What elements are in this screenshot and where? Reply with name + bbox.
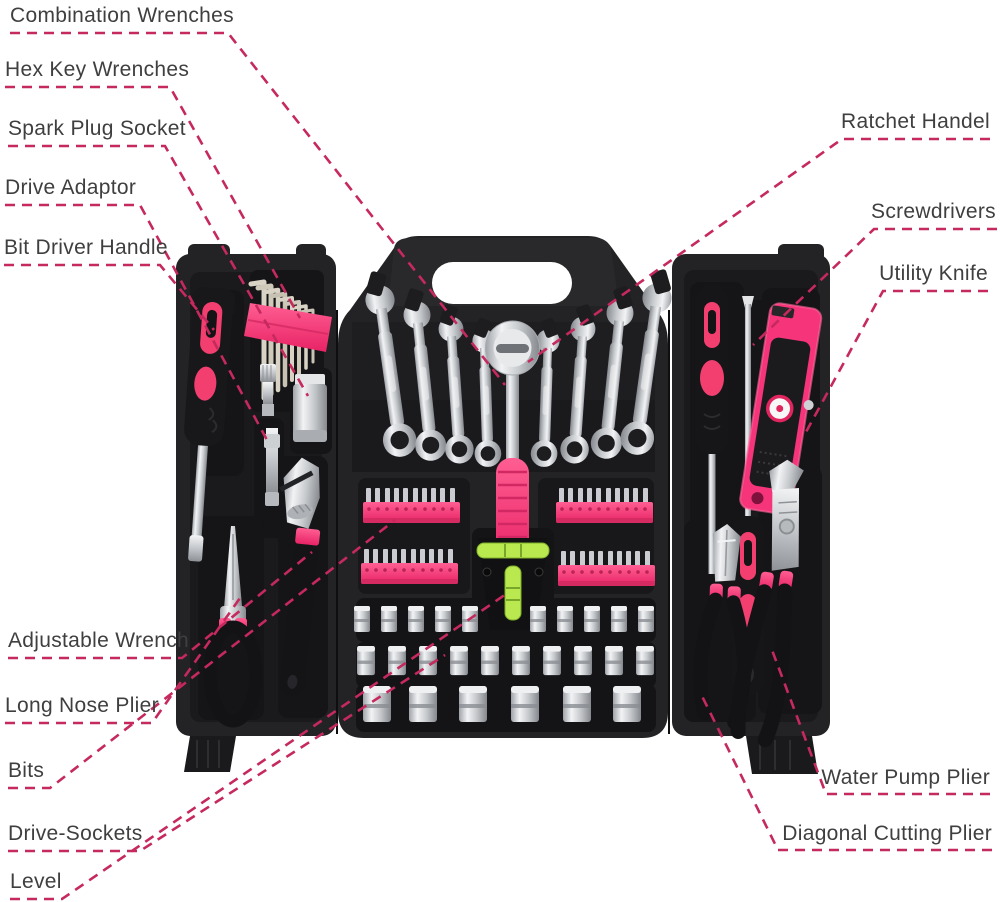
- callout-drive-sockets: Drive-Sockets: [8, 822, 143, 845]
- callout-long-nose-plier: Long Nose Plier: [5, 694, 159, 717]
- leader-diagonal-cutting-plier: [698, 691, 992, 852]
- bit-driver-handle: [184, 287, 236, 562]
- ratchet-handle: [485, 320, 540, 564]
- leader-bits: [8, 518, 396, 790]
- leader-spark-plug-socket: [8, 144, 310, 397]
- leader-water-pump-plier: [770, 649, 990, 796]
- callout-combination-wrenches: Combination Wrenches: [10, 4, 234, 27]
- callout-bits: Bits: [8, 759, 45, 782]
- callout-drive-adaptor: Drive Adaptor: [5, 176, 137, 199]
- callout-bit-driver-handle: Bit Driver Handle: [4, 236, 168, 259]
- callout-diagonal-cutting-plier: Diagonal Cutting Plier: [782, 822, 992, 845]
- leader-level: [10, 592, 507, 901]
- callout-hex-key-wrenches: Hex Key Wrenches: [5, 58, 190, 81]
- callout-spark-plug-socket: Spark Plug Socket: [8, 117, 186, 140]
- leader-adjustable-wrench: [8, 550, 313, 660]
- callout-utility-knife: Utility Knife: [879, 262, 988, 285]
- right-latch: [746, 736, 818, 774]
- drive-adaptor: [260, 364, 280, 506]
- utility-knife: [739, 302, 823, 516]
- leader-hex-key-wrenches: [5, 85, 302, 319]
- callout-leader-lines: [4, 31, 997, 901]
- leader-drive-adaptor: [5, 203, 269, 441]
- leader-combination-wrenches: [10, 31, 507, 386]
- leader-screwdrivers: [752, 227, 997, 346]
- long-nose-plier: [203, 526, 263, 728]
- left-latch: [184, 736, 236, 772]
- leader-bit-driver-handle: [4, 263, 215, 331]
- callout-level: Level: [10, 870, 62, 893]
- callout-water-pump-plier: Water Pump Plier: [821, 766, 990, 789]
- callout-adjustable-wrench: Adjustable Wrench: [8, 629, 189, 652]
- hex-key-wrenches: [244, 279, 332, 401]
- callout-screwdrivers: Screwdrivers: [871, 200, 996, 223]
- adjustable-wrench: [279, 457, 321, 696]
- handle-cutout: [432, 262, 572, 304]
- leader-drive-sockets: [8, 653, 446, 853]
- callout-ratchet-handel: Ratchet Handel: [841, 110, 990, 133]
- spark-plug-socket: [293, 374, 327, 442]
- leader-utility-knife: [804, 289, 988, 433]
